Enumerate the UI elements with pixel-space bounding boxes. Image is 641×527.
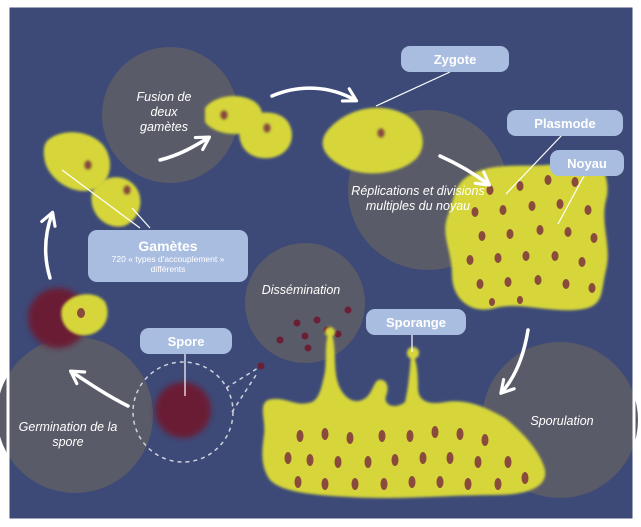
spore-zoom [132,361,265,463]
arrow-zygote-to-replication [438,154,491,187]
stage-text-dissemination: Dissémination [261,283,341,297]
fusing-gametes [205,96,292,159]
germinating-spore [28,288,108,348]
gametes-subtitle: 720 « types d'accouplement » différents [111,254,225,274]
gametes-title: Gamètes [138,238,198,254]
arrow-spore-to-germination [68,369,130,408]
disseminated-spores [276,306,352,352]
plasmode-nuclei [466,175,598,306]
stage-text-replications: Réplications et divisions multiples du n… [351,184,485,213]
plasmode-blob [445,157,608,311]
sporange-label: Sporange [366,309,466,335]
arrow-germination-to-gametes [40,210,57,280]
gamete-lower [91,177,141,227]
stage-text-fusion: Fusion de deux gamètes [136,90,192,134]
gametes-label: Gamètes 720 « types d'accouplement » dif… [88,230,248,282]
frame [6,4,636,522]
leader-lines [61,71,586,396]
arrow-fusion-to-zygote [270,86,359,103]
zygote-label: Zygote [401,46,509,72]
stage-text-sporulation: Sporulation [530,414,594,428]
cycle-arrows [40,86,530,408]
spore-label: Spore [140,328,232,354]
stage-circle-germination [0,337,153,493]
sporangium-mass [262,327,546,498]
zygote-cell [322,107,423,174]
arrow-gametes-to-fusion [158,135,212,162]
noyau-label: Noyau [550,150,624,176]
sporangium-spores [284,426,529,490]
plasmode-label: Plasmode [507,110,623,136]
stage-text-germination: Germination de la spore [18,420,118,449]
stage-circle-dissemination [245,243,365,363]
gamete-upper [43,132,110,191]
arrow-plasmode-to-sporulation [499,328,530,395]
